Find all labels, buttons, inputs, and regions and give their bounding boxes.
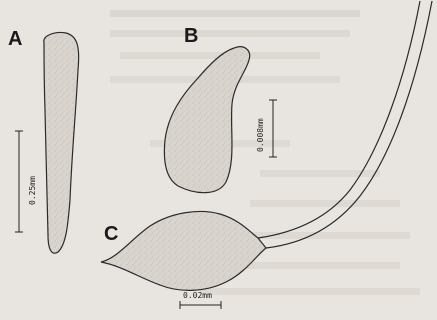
scale-bar-b	[269, 100, 277, 157]
panel-b-label: B	[184, 25, 198, 47]
panel-a: A 0.25mm	[8, 28, 79, 253]
panel-c-label: C	[104, 223, 118, 245]
panel-b: B 0.008mm	[164, 25, 277, 193]
scale-label-c: 0.02mm	[183, 291, 212, 300]
spore-c-tail-inner	[266, 1, 432, 248]
scale-bar-c	[180, 301, 221, 309]
spore-c-outline	[101, 211, 266, 290]
scale-label-a: 0.25mm	[28, 176, 37, 205]
spore-a-outline	[44, 32, 79, 253]
panel-a-label: A	[8, 28, 22, 50]
spore-b-outline	[164, 47, 249, 193]
scale-label-b: 0.008mm	[256, 118, 265, 152]
scale-bar-a	[15, 131, 23, 232]
